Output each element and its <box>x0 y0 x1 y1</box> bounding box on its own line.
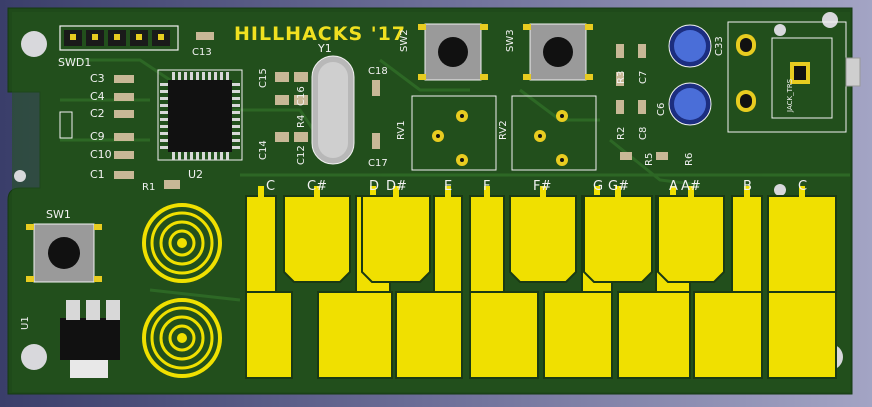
left-cap-label: C10 <box>90 148 112 161</box>
r1-resistor: R1 <box>142 180 180 193</box>
y1-label: Y1 <box>317 42 332 55</box>
r4-label: R4 <box>296 115 307 128</box>
key-label: C# <box>307 179 327 194</box>
key-label: A# <box>681 179 701 194</box>
r3-label: R3 <box>616 71 627 84</box>
left-cap-c2: C2 <box>90 107 134 120</box>
key-pad-11[interactable]: B <box>693 179 763 379</box>
key-pad-10[interactable]: A# <box>657 179 725 283</box>
c33-label: C33 <box>714 36 725 56</box>
key-label: C <box>266 179 275 194</box>
c18-label: C18 <box>368 66 388 77</box>
mounting-hole-top-left <box>21 31 47 57</box>
left-cap-c4: C4 <box>90 90 134 103</box>
key-pad-8[interactable]: G# <box>583 179 653 283</box>
left-cap-c3: C3 <box>90 72 134 85</box>
key-pad-0[interactable]: C <box>245 179 293 379</box>
touch-pad-upper[interactable] <box>142 203 222 283</box>
mounting-hole-bottom-left <box>21 344 47 370</box>
u2-label: U2 <box>188 168 203 181</box>
key-pad-12[interactable]: C <box>767 179 837 379</box>
left-cap-label: C4 <box>90 90 105 103</box>
swd-header: SWD1 <box>58 25 179 69</box>
c17-label: C17 <box>368 158 388 169</box>
key-pad-1[interactable]: C# <box>283 179 351 283</box>
potentiometer-rv1[interactable]: RV1 <box>396 95 497 171</box>
potentiometer-rv2[interactable]: RV2 <box>498 95 597 171</box>
button-sw2[interactable]: SW2 <box>399 23 488 81</box>
key-label: G# <box>608 179 629 194</box>
mounting-hole-right-mid <box>774 24 786 36</box>
left-cap-c10: C10 <box>90 148 134 161</box>
mounting-hole-left-mid <box>14 170 26 182</box>
left-cap-label: C1 <box>90 168 105 181</box>
left-cap-label: C3 <box>90 72 105 85</box>
key-pad-4[interactable]: E <box>395 179 463 379</box>
r6-label: R6 <box>684 153 695 166</box>
key-label: G <box>593 179 603 194</box>
key-label: F <box>483 179 490 194</box>
c15-label: C15 <box>258 68 269 88</box>
c13-label: C13 <box>192 47 212 58</box>
key-pad-3[interactable]: D# <box>361 179 431 283</box>
c6-label: C6 <box>656 103 667 116</box>
key-label: B <box>743 179 752 194</box>
rv1-label: RV1 <box>396 120 407 140</box>
mcu-chip: U2 <box>157 69 243 181</box>
c7-label: C7 <box>638 71 649 84</box>
key-label: F# <box>533 179 551 194</box>
key-label: C <box>798 179 807 194</box>
c13-cap: C13 <box>192 32 214 58</box>
u1-label: U1 <box>20 316 31 330</box>
button-sw1[interactable]: SW1 <box>26 208 102 283</box>
left-cap-c1: C1 <box>90 168 134 181</box>
button-sw3[interactable]: SW3 <box>505 23 593 81</box>
left-cap-c9: C9 <box>90 130 134 143</box>
key-pad-5[interactable]: F <box>469 179 539 379</box>
r5-label: R5 <box>644 153 655 166</box>
mid-passives: C15 C16 R4 C14 C12 <box>258 68 308 165</box>
edge-component <box>59 111 73 139</box>
crystal: Y1 <box>311 42 355 165</box>
c16-label: C16 <box>296 86 307 106</box>
sw2-label: SW2 <box>399 29 410 52</box>
sw1-label: SW1 <box>46 208 71 221</box>
sw3-label: SW3 <box>505 29 516 52</box>
audio-jack[interactable]: JACK_TRS <box>727 21 861 133</box>
r1-label: R1 <box>142 182 155 193</box>
regulator: U1 <box>20 300 120 378</box>
r2-label: R2 <box>616 127 627 140</box>
mounting-hole-top-right <box>822 12 838 28</box>
key-label: E <box>444 179 452 194</box>
rv2-label: RV2 <box>498 120 509 140</box>
c12-label: C12 <box>296 145 307 165</box>
c14-label: C14 <box>258 140 269 160</box>
mounting-hole-right-lower <box>774 184 786 196</box>
c8-label: C8 <box>638 127 649 140</box>
key-pad-6[interactable]: F# <box>509 179 577 283</box>
key-label: D <box>369 179 379 194</box>
touch-pad-lower[interactable] <box>142 298 222 378</box>
key-label: A <box>669 179 678 194</box>
jack-label: JACK_TRS <box>786 78 794 113</box>
board-title: HILLHACKS '17 <box>234 23 406 45</box>
left-cap-label: C9 <box>90 130 105 143</box>
electrolytic-caps: C6 C33 <box>656 24 725 126</box>
key-label: D# <box>386 179 407 194</box>
right-passives: R3 C7 R2 C8 R5 R6 <box>616 44 695 166</box>
swd-header-label: SWD1 <box>58 56 91 69</box>
left-cap-label: C2 <box>90 107 105 120</box>
crystal-caps: C18 C17 <box>368 66 388 169</box>
